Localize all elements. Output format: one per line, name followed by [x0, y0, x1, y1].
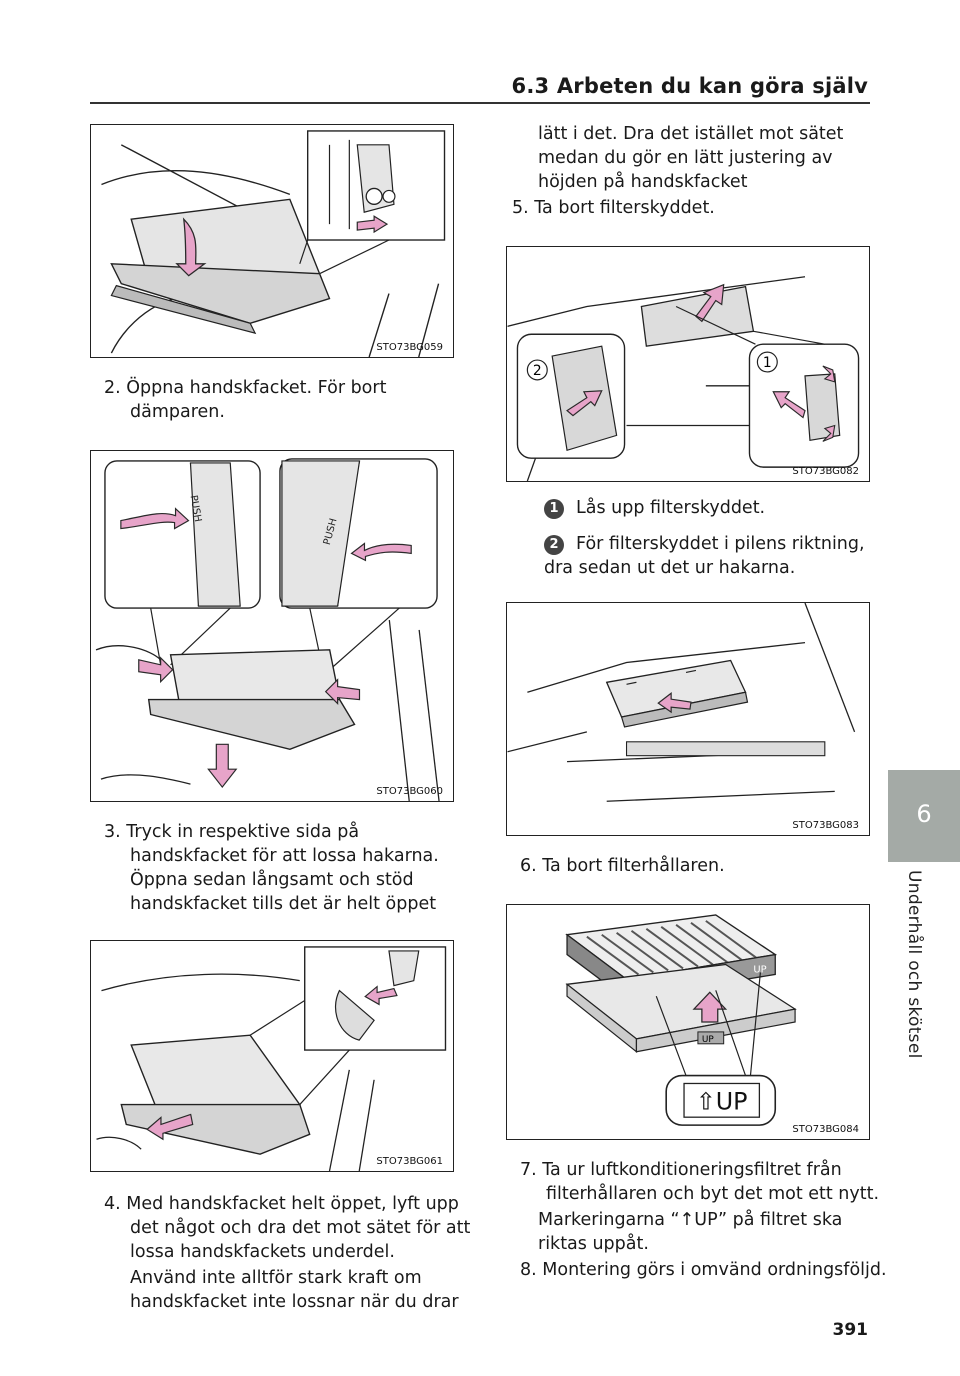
substep-1-text: Lås upp filterskyddet.	[576, 498, 766, 518]
up-mark-large: ⇧UP	[696, 1087, 748, 1115]
figure-filter-holder: UP UP UP ⇧UP STO73BG084	[506, 904, 870, 1140]
chapter-label: Underhåll och skötsel	[904, 870, 924, 1059]
figure-glovebox-push: PUSH PUSH STO73BG060	[90, 450, 454, 802]
substep-2-text: För filterskyddet i pilens riktning, dra…	[544, 534, 865, 578]
figure-filter-cover-removed: STO73BG083	[506, 602, 870, 836]
push-label-left: PUSH	[188, 494, 204, 523]
step-3-text: 3. Tryck in respektive sida på handskfac…	[104, 822, 439, 914]
chapter-tab: 6	[888, 770, 960, 862]
illustration-glovebox-damper	[101, 130, 446, 357]
up-mark-holder: UP	[702, 1035, 715, 1045]
figure-code: STO73BG059	[376, 342, 443, 353]
figure-glovebox-pull: STO73BG061	[90, 940, 454, 1172]
header-divider	[90, 102, 870, 104]
figure-code: STO73BG084	[792, 1124, 859, 1135]
step-5-text: 5. Ta bort filterskyddet.	[512, 198, 715, 218]
step-4-note: Använd inte alltför stark kraft om hands…	[130, 1268, 459, 1312]
step-2-text: 2. Öppna handskfacket. För bort dämparen…	[104, 378, 387, 422]
illustration-lift-and-pull	[96, 946, 447, 1171]
up-mark-filter-side: UP	[753, 964, 766, 975]
figure-code: STO73BG060	[376, 786, 443, 797]
step-7-note: Markeringarna “↑UP” på filtret ska rikta…	[538, 1210, 843, 1254]
step-7-text: 7. Ta ur luftkonditioneringsfiltret från…	[520, 1160, 880, 1204]
page-number: 391	[832, 1320, 869, 1340]
substep-1: 1 Lås upp filterskyddet.	[544, 496, 864, 520]
figure-filter-cover: 2 1 STO73BG082	[506, 246, 870, 482]
substep-1-number: 1	[544, 499, 564, 519]
section-title: 6.3 Arbeten du kan göra själv	[511, 74, 868, 98]
callout-number-1: 1	[763, 355, 772, 371]
figure-code: STO73BG061	[376, 1156, 443, 1167]
step-4-continuation: lätt i det. Dra det istället mot sätet m…	[538, 124, 844, 192]
step-6-text: 6. Ta bort filterhållaren.	[520, 856, 725, 876]
figure-code: STO73BG082	[792, 466, 859, 477]
chapter-number: 6	[916, 800, 932, 828]
illustration-cover-removed	[507, 603, 856, 802]
illustration-filter-cover: 2 1	[507, 276, 860, 481]
step-4-text: 4. Med handskfacket helt öppet, lyft upp…	[104, 1194, 471, 1262]
callout-number-2: 2	[533, 363, 542, 379]
figure-glovebox-open: STO73BG059	[90, 124, 454, 358]
illustration-push-sides: PUSH PUSH	[95, 458, 440, 801]
figure-code: STO73BG083	[792, 820, 859, 831]
step-8-text: 8. Montering görs i omvänd ordningsföljd…	[520, 1260, 887, 1280]
substep-2-number: 2	[544, 535, 564, 555]
illustration-filter-up-mark: UP UP UP ⇧UP	[565, 914, 797, 1126]
